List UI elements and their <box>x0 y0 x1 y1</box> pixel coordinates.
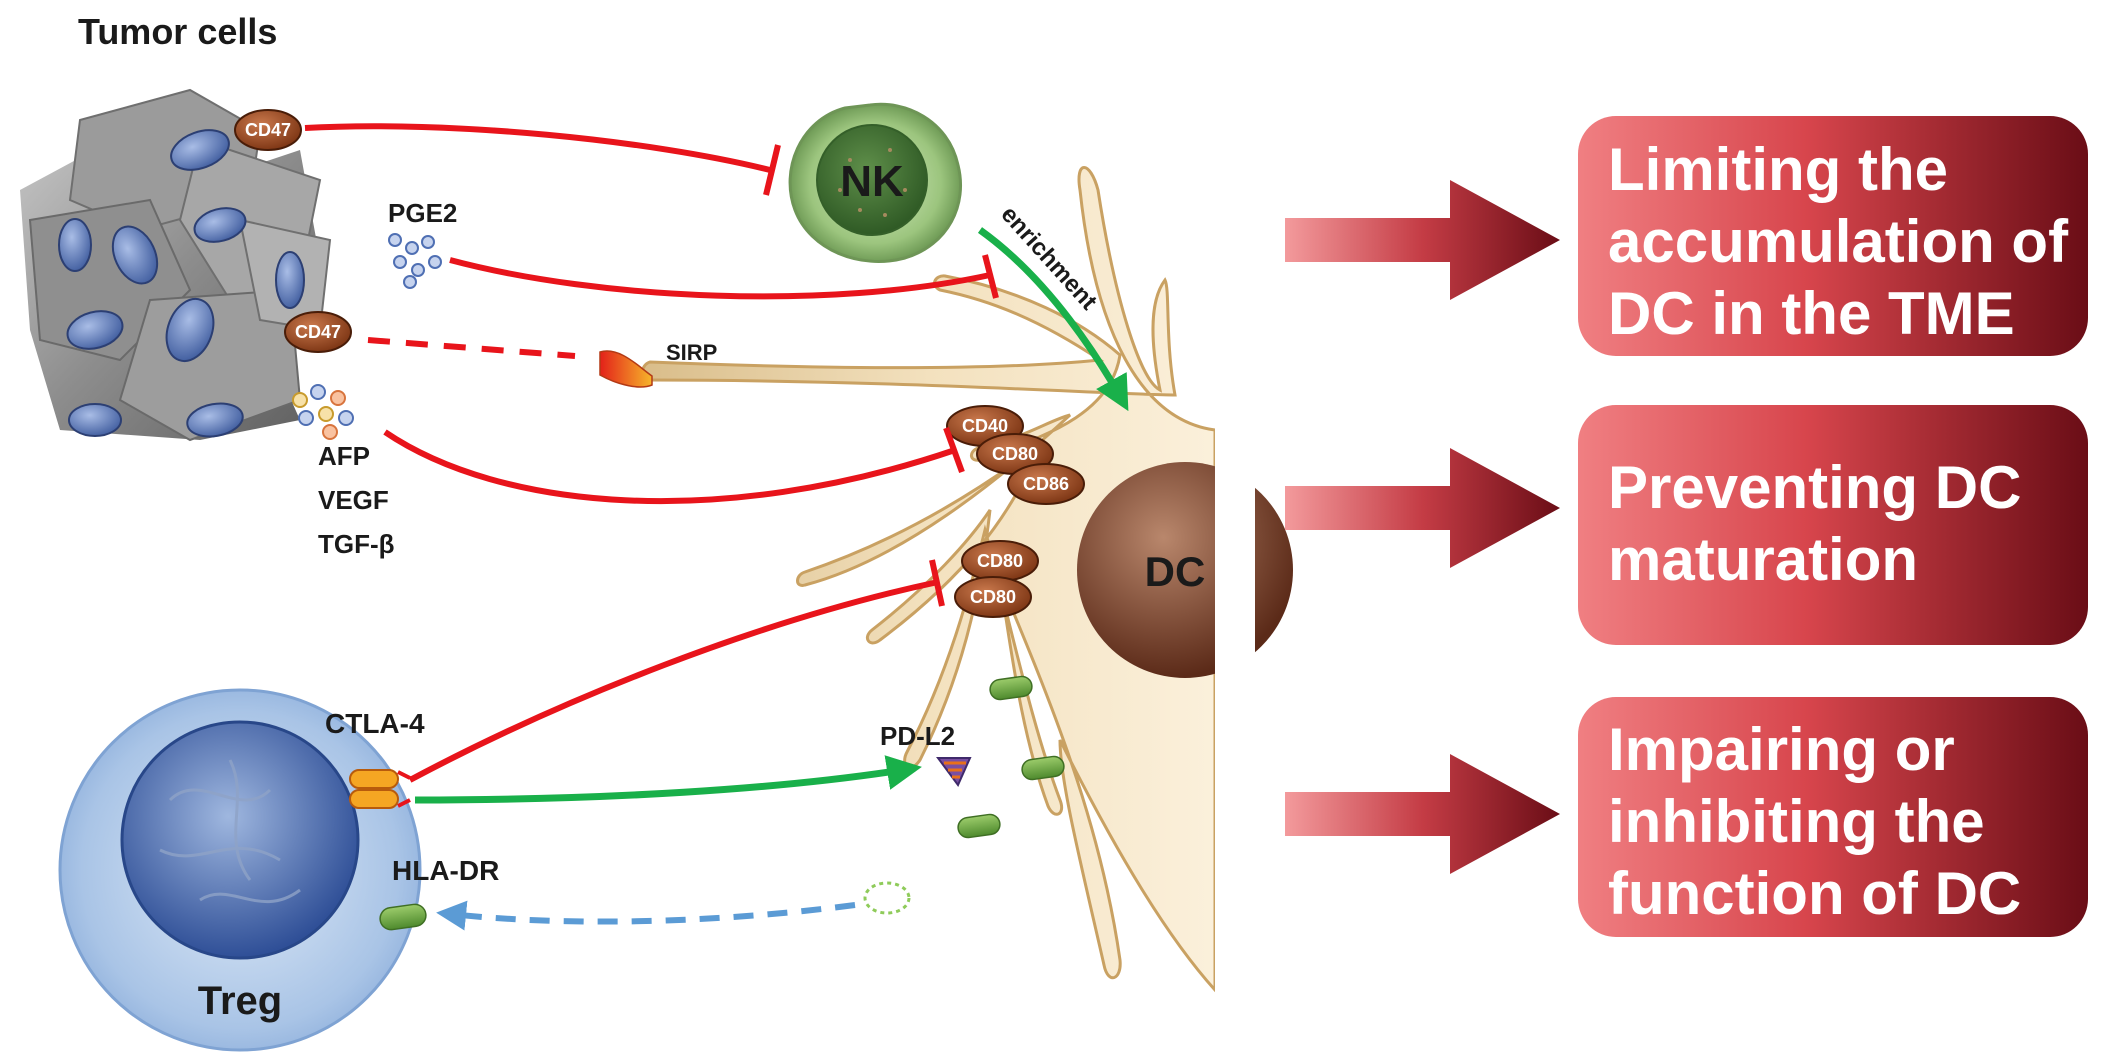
svg-text:accumulation of: accumulation of <box>1608 208 2069 275</box>
svg-text:maturation: maturation <box>1608 526 1918 593</box>
hla-dr-transfer-marker <box>863 881 911 915</box>
sirp-receptor <box>599 350 653 388</box>
ctla4-induces-pdl2-arrow <box>414 755 922 804</box>
outcome-box-accumulation: Limiting the accumulation of DC in the T… <box>1578 116 2088 356</box>
nk-enrichment-arrow <box>977 227 1129 412</box>
cd47-mid-molecule: CD47 <box>284 311 352 353</box>
pdl2-molecule <box>936 757 972 787</box>
sirp-label: SIRP <box>666 340 717 365</box>
svg-text:CD80: CD80 <box>970 587 1016 607</box>
pdl2-label: PD-L2 <box>880 721 955 751</box>
afp-vegf-tgf-molecules <box>292 384 354 440</box>
dendritic-cell-body <box>641 166 1217 994</box>
hladr-label: HLA-DR <box>392 855 499 886</box>
svg-text:inhibiting the: inhibiting the <box>1608 788 1985 855</box>
ctla4-label: CTLA-4 <box>325 708 425 739</box>
cd80-molecule-c: CD80 <box>954 576 1032 618</box>
outcome-arrow-2 <box>1285 448 1560 568</box>
svg-text:CD86: CD86 <box>1023 474 1069 494</box>
afp-label: AFP <box>318 441 370 471</box>
dc-label: DC <box>1145 548 1206 595</box>
outcome-box-function: Impairing or inhibiting the function of … <box>1578 697 2088 937</box>
outcome-box-maturation: Preventing DC maturation <box>1578 405 2088 645</box>
svg-text:Preventing DC: Preventing DC <box>1608 454 2021 521</box>
ctla4-inhibits-cd80-arrow <box>408 559 945 783</box>
pge2-molecules <box>388 233 442 289</box>
tumor-cells-label: Tumor cells <box>78 11 277 52</box>
treg-label: Treg <box>198 979 282 1023</box>
cd80-molecule-b: CD80 <box>961 540 1039 582</box>
cd47-sirp-interaction <box>367 337 576 359</box>
treg-cell <box>58 688 422 1052</box>
pge2-label: PGE2 <box>388 198 457 228</box>
svg-text:function of DC: function of DC <box>1608 860 2021 927</box>
svg-text:Impairing or: Impairing or <box>1608 716 1955 783</box>
svg-text:CD80: CD80 <box>977 551 1023 571</box>
hla-dr-molecule <box>379 903 427 931</box>
cd47-top-molecule: CD47 <box>234 109 302 151</box>
svg-text:DC in the TME: DC in the TME <box>1608 280 2015 347</box>
svg-text:CD80: CD80 <box>992 444 1038 464</box>
outcome-arrow-3 <box>1285 754 1560 874</box>
cd47-inhibits-nk-arrow <box>304 123 781 196</box>
afp-vegf-tgf-inhibits-maturation-arrow <box>383 426 965 505</box>
hla-dr-transfer-arrow <box>436 900 856 931</box>
nk-label: NK <box>840 157 904 206</box>
ctla4-receptor <box>349 769 411 809</box>
tgfb-label: TGF-β <box>318 529 395 559</box>
dc-surface-markers <box>957 675 1065 839</box>
outcome-arrow-1 <box>1285 180 1560 300</box>
svg-text:CD47: CD47 <box>295 322 341 342</box>
cd86-molecule: CD86 <box>1007 463 1085 505</box>
nk-cell <box>788 102 963 263</box>
tumor-cell-cluster <box>20 88 332 442</box>
vegf-label: VEGF <box>318 485 389 515</box>
svg-text:CD40: CD40 <box>962 416 1008 436</box>
svg-text:CD47: CD47 <box>245 120 291 140</box>
pge2-inhibits-enrichment-arrow <box>449 254 999 300</box>
svg-text:Limiting the: Limiting the <box>1608 136 1948 203</box>
